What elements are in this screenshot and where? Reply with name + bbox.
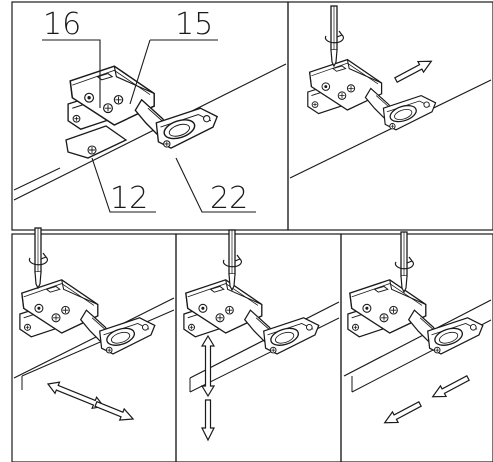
panel-4: [183, 229, 340, 441]
part-label-22: 22: [210, 181, 248, 216]
direction-arrow-icon: [392, 55, 435, 86]
part-label-15: 15: [175, 7, 213, 42]
panel-3: [13, 227, 175, 426]
vertical-adjust-arrow-icon: [201, 335, 215, 397]
panel-frames: [11, 1, 493, 462]
panel-5: [343, 231, 492, 429]
mounting-plate: [65, 125, 128, 159]
part-label-12: 12: [110, 181, 148, 216]
leader-lines: [42, 39, 256, 213]
screwdriver-icon: [324, 5, 345, 67]
depth-adjust-arrow-icon: [381, 398, 424, 429]
hinge-drawing: [347, 279, 484, 355]
vertical-adjust-arrow-icon: [201, 399, 215, 441]
panel-2: [289, 5, 492, 179]
panel-1: 16 15 12 22: [13, 7, 287, 216]
depth-adjust-arrow-icon: [429, 372, 472, 403]
horizontal-adjust-arrow-icon: [93, 397, 136, 426]
hinge-drawing: [19, 279, 156, 355]
part-label-16: 16: [43, 7, 81, 42]
screwdriver-icon: [394, 231, 415, 293]
screwdriver-icon: [28, 227, 49, 289]
